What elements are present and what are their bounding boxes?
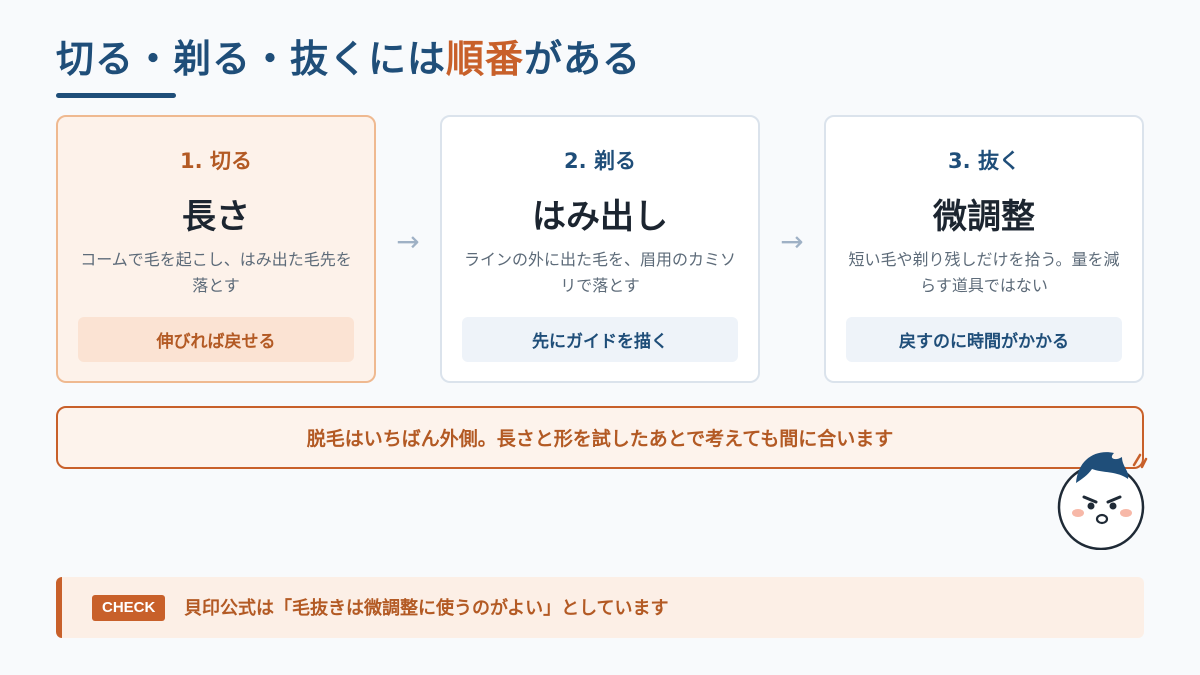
check-badge: CHECK [92, 595, 166, 621]
step-tag: 先にガイドを描く [462, 317, 738, 362]
step-label: 3. 抜く [948, 149, 1020, 173]
info-banner: 脱毛はいちばん外側。長さと形を試したあとで考えても間に合います [56, 406, 1144, 469]
step-description: コームで毛を起こし、はみ出た毛先を落とす [80, 250, 352, 295]
title-text-2: がある [524, 37, 642, 81]
step-card-pluck: 3. 抜く 微調整 短い毛や剃り残しだけを拾う。量を減らす道具ではない 戻すのに… [824, 115, 1144, 383]
step-heading: はみ出し [532, 197, 668, 237]
check-note: CHECK 貝印公式は「毛抜きは微調整に使うのがよい」としています [56, 577, 1144, 638]
title-text-1: 切る・剃る・抜くには [56, 37, 447, 81]
step-label: 2. 剃る [564, 149, 636, 173]
step-heading: 微調整 [933, 197, 1035, 237]
step-label: 1. 切る [180, 149, 252, 173]
step-description: 短い毛や剃り残しだけを拾う。量を減らす道具ではない [848, 250, 1120, 295]
page-title: 切る・剃る・抜くには順番がある [56, 28, 641, 83]
check-text: 貝印公式は「毛抜きは微調整に使うのがよい」としています [184, 598, 669, 619]
step-tag: 伸びれば戻せる [78, 317, 354, 362]
title-accent-text: 順番 [446, 37, 525, 81]
arrow-right-icon: → [396, 225, 420, 258]
step-tag: 戻すのに時間がかかる [846, 317, 1122, 362]
step-card-shave: 2. 剃る はみ出し ラインの外に出た毛を、眉用のカミソリで落とす 先にガイドを… [440, 115, 760, 383]
step-description: ラインの外に出た毛を、眉用のカミソリで落とす [464, 250, 737, 295]
step-card-cut: 1. 切る 長さ コームで毛を起こし、はみ出た毛先を落とす 伸びれば戻せる [56, 115, 376, 383]
title-underline [56, 93, 176, 98]
angry-face-mascot-icon [1057, 452, 1148, 550]
step-heading: 長さ [182, 197, 250, 237]
arrow-right-icon: → [780, 225, 804, 258]
